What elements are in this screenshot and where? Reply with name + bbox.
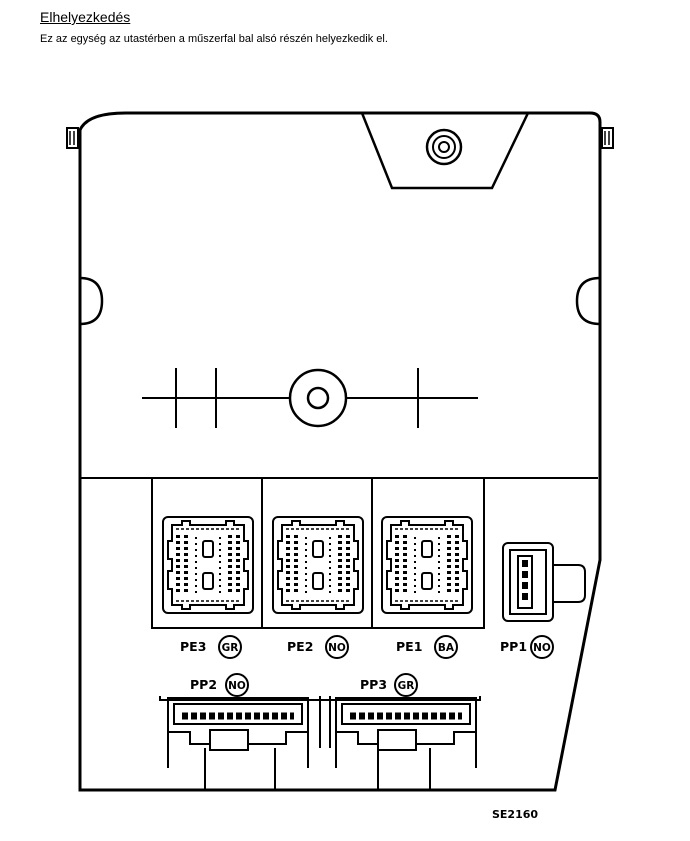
label-pp2: PP2 NO (190, 673, 249, 697)
connector-pp3 (336, 698, 476, 768)
label-pp2-color: NO (228, 680, 246, 692)
label-pe3-color: GR (222, 642, 239, 654)
label-pe2: PE2 NO (287, 635, 349, 659)
label-pp2-name: PP2 (190, 677, 217, 692)
label-pp1-color: NO (533, 642, 551, 654)
label-pe2-color: NO (328, 642, 346, 654)
figure-code: SE2160 (492, 808, 538, 821)
connector-pe1 (380, 515, 474, 615)
label-pe3: PE3 GR (180, 635, 242, 659)
connector-pp2 (168, 698, 308, 768)
connector-pe2 (271, 515, 365, 615)
location-description: Ez az egység az utastérben a műszerfal b… (40, 33, 388, 45)
label-pe1-color: BA (438, 642, 455, 654)
housing-outline (66, 111, 614, 792)
top-mounting-bracket (360, 112, 530, 190)
section-heading: Elhelyezkedés (40, 9, 131, 25)
center-screw-axis (142, 368, 478, 428)
label-pp1-name: PP1 (500, 639, 527, 654)
label-pe2-name: PE2 (287, 639, 313, 654)
label-pe1: PE1 BA (396, 635, 458, 659)
label-pp3-name: PP3 (360, 677, 387, 692)
connector-area (80, 477, 598, 790)
label-pp3: PP3 GR (360, 673, 418, 697)
connector-pe3 (161, 515, 255, 615)
label-pp3-color: GR (398, 680, 415, 692)
label-pe1-name: PE1 (396, 639, 422, 654)
label-pe3-name: PE3 (180, 639, 206, 654)
connector-pp1 (502, 542, 586, 622)
label-pp1: PP1 NO (500, 635, 554, 659)
